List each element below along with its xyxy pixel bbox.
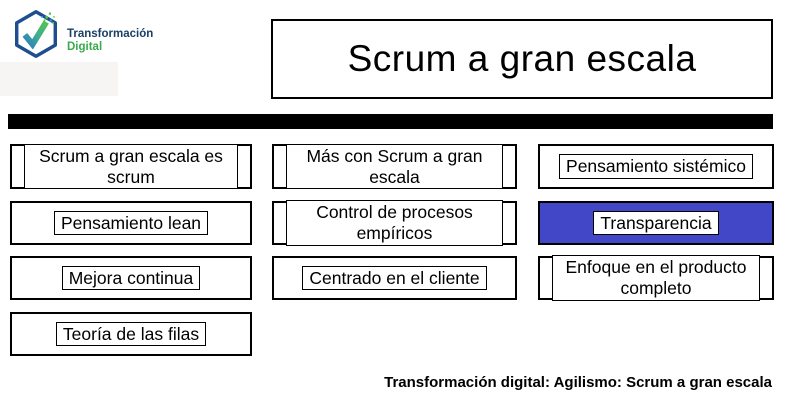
box-label: Más con Scrum a gran escala [286, 143, 503, 190]
box-mas-con-scrum-a-gran-escala[interactable]: Más con Scrum a gran escala [272, 143, 517, 190]
footer-caption: Transformación digital: Agilismo: Scrum … [384, 374, 772, 391]
logo-line1: Transformación [67, 27, 154, 40]
title-box: Scrum a gran escala [271, 19, 773, 99]
box-pensamiento-sistemico[interactable]: Pensamiento sistémico [538, 144, 774, 189]
box-pensamiento-lean[interactable]: Pensamiento lean [10, 201, 252, 245]
box-label: Control de procesos empíricos [286, 200, 503, 246]
box-label: Enfoque en el producto completo [551, 255, 761, 301]
box-scrum-a-gran-escala-es-scrum[interactable]: Scrum a gran escala es scrum [10, 143, 252, 190]
page-title: Scrum a gran escala [347, 38, 697, 79]
hexagon-checkmark-icon [15, 10, 57, 58]
box-label: Pensamiento sistémico [559, 154, 753, 179]
box-enfoque-en-el-producto-completo[interactable]: Enfoque en el producto completo [538, 255, 774, 301]
logo-shadow-artifact [0, 62, 118, 96]
box-label: Centrado en el cliente [302, 265, 487, 291]
logo-text: Transformación Digital [67, 28, 153, 54]
box-teoria-de-las-filas[interactable]: Teoría de las filas [10, 312, 252, 356]
box-label: Transparencia [593, 210, 719, 236]
box-label: Pensamiento lean [53, 210, 209, 236]
logo-line2: Digital [67, 41, 103, 53]
box-label: Scrum a gran escala es scrum [24, 143, 238, 190]
box-label: Mejora continua [61, 265, 201, 291]
box-centrado-en-el-cliente[interactable]: Centrado en el cliente [272, 256, 517, 300]
transformacion-digital-logo: Transformación Digital [12, 8, 153, 60]
box-mejora-continua[interactable]: Mejora continua [10, 256, 252, 300]
box-control-de-procesos-empiricos[interactable]: Control de procesos empíricos [272, 200, 517, 246]
box-transparencia-highlighted[interactable]: Transparencia [538, 201, 774, 245]
box-label: Teoría de las filas [55, 321, 207, 347]
divider-bar [8, 114, 773, 129]
